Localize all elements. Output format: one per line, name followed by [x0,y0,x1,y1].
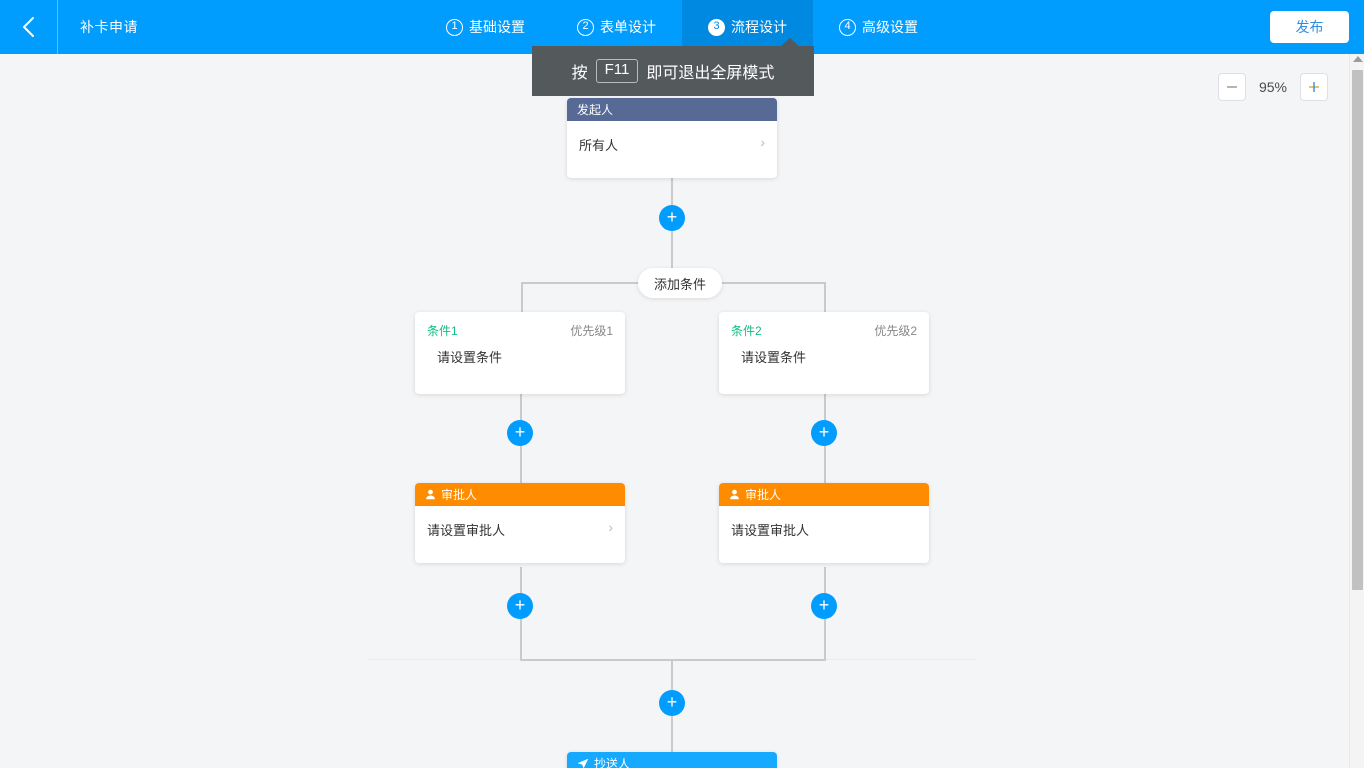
tab-label-4: 高级设置 [862,19,918,35]
user-icon [729,489,740,500]
add-node-button-after-branch[interactable]: + [659,690,685,716]
user-icon [425,489,436,500]
branch-right-merge-down [824,619,826,661]
add-node-button-branch1[interactable]: + [507,420,533,446]
node-approver-1-value: 请设置审批人 [427,523,506,538]
node-initiator-header: 发起人 [567,98,777,121]
flow-canvas[interactable]: 95% [0,54,1364,768]
node-cc-title: 抄送人 [594,757,631,768]
connector-plus1-to-branch [671,230,673,283]
add-node-button-branch2[interactable]: + [811,420,837,446]
page-title: 补卡申请 [80,19,138,35]
branch-bottom-bar [520,659,826,661]
node-initiator-title: 发起人 [577,103,614,117]
condition-1-name: 条件1 [427,324,458,338]
chevron-right-icon: › [608,519,613,535]
tab-label-1: 基础设置 [469,19,525,35]
back-button[interactable] [0,0,57,54]
tab-number-2: 2 [577,18,594,36]
condition-2-priority: 优先级2 [874,324,917,338]
zoom-controls: 95% [1218,73,1328,101]
node-approver-1-title: 审批人 [441,488,478,502]
minus-icon [1227,86,1237,88]
condition-1-priority: 优先级1 [570,324,613,338]
tab-number-1: 1 [446,18,463,36]
condition-2-name: 条件2 [731,324,762,338]
add-node-button-1[interactable]: + [659,205,685,231]
tooltip-suffix: 即可退出全屏模式 [646,65,775,82]
node-approver-1[interactable]: 审批人 请设置审批人 › [415,483,625,563]
condition-2-header: 条件2 优先级2 [719,312,929,339]
fullscreen-exit-tooltip: 按 F11 即可退出全屏模式 [532,38,814,96]
connector-plus-to-approver2 [824,452,826,494]
node-approver-2[interactable]: 审批人 请设置审批人 [719,483,929,563]
tab-basic-settings[interactable]: 1 基础设置 [420,0,551,54]
branch-left-down [521,282,523,315]
add-node-button-branch1-lower[interactable]: + [507,593,533,619]
zoom-level-value: 95% [1258,79,1288,95]
tooltip-key: F11 [595,58,639,84]
node-approver-1-header: 审批人 [415,483,625,506]
send-icon [577,758,589,768]
node-cc[interactable]: 抄送人 [567,752,777,768]
chevron-left-icon [21,14,37,40]
vertical-scrollbar[interactable] [1349,54,1364,768]
node-initiator-value: 所有人 [579,138,619,153]
header-divider [57,0,58,54]
node-approver-2-value: 请设置审批人 [731,523,810,538]
add-condition-button[interactable]: 添加条件 [638,268,723,298]
node-initiator[interactable]: 发起人 所有人 › [567,98,777,178]
condition-1-header: 条件1 优先级1 [415,312,625,339]
node-initiator-body[interactable]: 所有人 › [567,121,777,178]
node-condition-2[interactable]: 条件2 优先级2 请设置条件 [719,312,929,394]
tooltip-arrow-icon [780,38,800,47]
scroll-up-arrow-icon[interactable] [1353,56,1363,62]
node-approver-2-body[interactable]: 请设置审批人 [719,506,929,563]
condition-1-body: 请设置条件 [437,350,503,365]
node-condition-1[interactable]: 条件1 优先级1 请设置条件 [415,312,625,394]
tab-number-4: 4 [839,18,856,36]
branch-right-down [824,282,826,315]
tab-number-3: 3 [708,18,725,36]
tab-label-3: 流程设计 [731,19,787,35]
node-approver-1-body[interactable]: 请设置审批人 › [415,506,625,563]
add-node-button-branch2-lower[interactable]: + [811,593,837,619]
zoom-out-button[interactable] [1218,73,1246,101]
app-header: 补卡申请 1 基础设置 2 表单设计 3 流程设计 4 高级设置 发布 [0,0,1364,54]
node-cc-header: 抄送人 [567,752,777,768]
chevron-right-icon: › [760,134,765,150]
condition-2-body: 请设置条件 [741,350,807,365]
tab-advanced-settings[interactable]: 4 高级设置 [813,0,944,54]
tab-form-design[interactable]: 2 表单设计 [551,0,682,54]
publish-button[interactable]: 发布 [1270,11,1349,43]
plus-icon [1309,82,1319,92]
tooltip-prefix: 按 [571,65,588,82]
zoom-in-button[interactable] [1300,73,1328,101]
connector-plus3-to-cc [671,716,673,764]
connector-plus-to-approver1 [520,452,522,494]
node-approver-2-header: 审批人 [719,483,929,506]
branch-left-merge-down [520,619,522,661]
scrollbar-thumb[interactable] [1352,70,1363,590]
node-approver-2-title: 审批人 [745,488,782,502]
tab-label-2: 表单设计 [600,19,656,35]
